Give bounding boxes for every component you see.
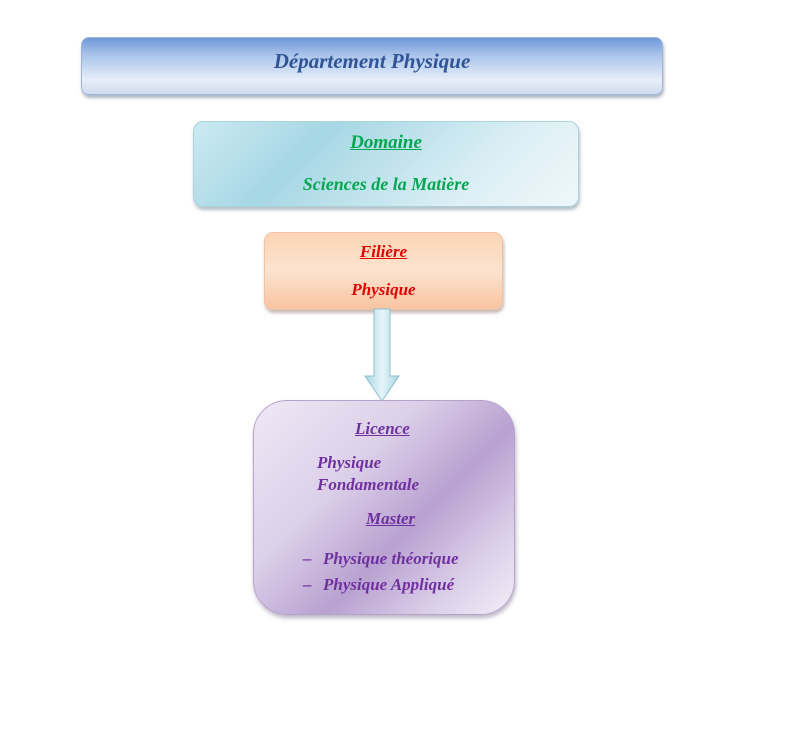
domaine-heading: Domaine	[350, 132, 422, 153]
licence-line-1: Physique	[317, 453, 382, 472]
filiere-box: Filière Physique	[264, 232, 503, 310]
master-item-applique: –Physique Appliqué	[303, 575, 454, 595]
domaine-value: Sciences de la Matière	[302, 174, 470, 194]
filiere-heading: Filière	[359, 242, 408, 261]
licence-master-box: Licence Physique Fondamentale Master –Ph…	[253, 400, 515, 615]
licence-heading: Licence	[355, 419, 410, 438]
bullet-dash: –	[303, 575, 312, 594]
domaine-box: Domaine Sciences de la Matière	[193, 121, 579, 207]
department-title: Département Physique	[273, 48, 471, 73]
master-item-label: Physique théorique	[323, 549, 459, 568]
master-heading: Master	[366, 509, 416, 528]
filiere-value: Physique	[351, 280, 416, 299]
licence-line-2: Fondamentale	[317, 475, 420, 494]
master-item-label: Physique Appliqué	[323, 575, 455, 594]
down-arrow-icon	[364, 308, 400, 402]
master-item-theorique: –Physique théorique	[303, 549, 459, 569]
bullet-dash: –	[303, 549, 312, 568]
department-box: Département Physique	[81, 37, 663, 95]
